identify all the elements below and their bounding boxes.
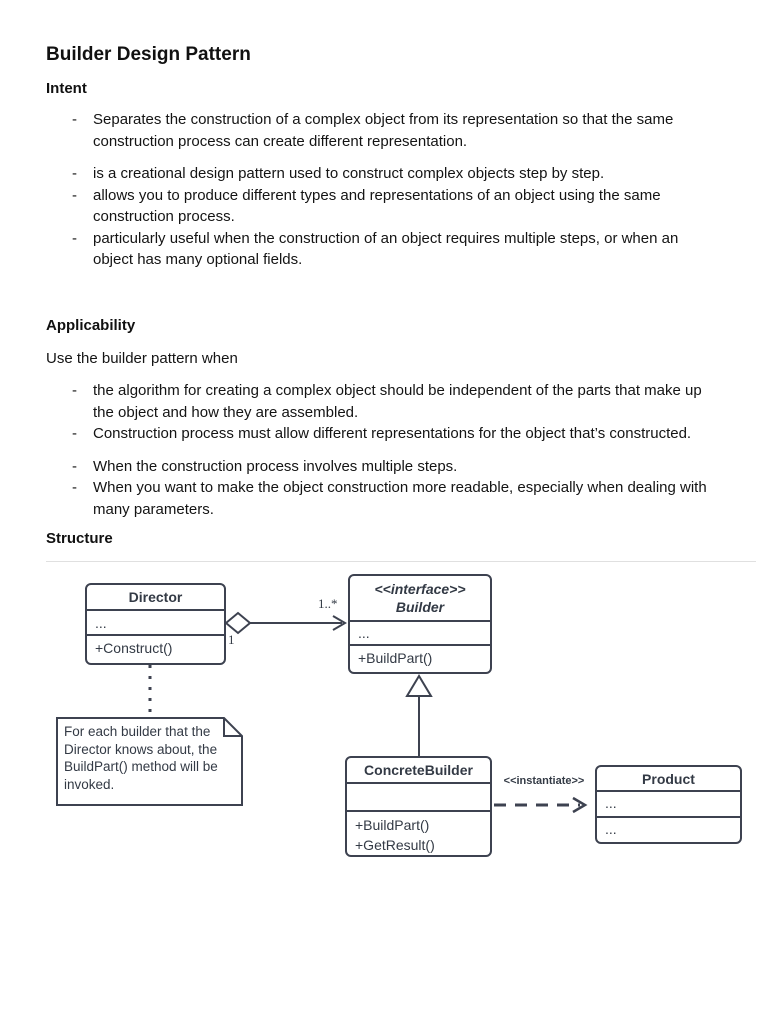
class-method: +GetResult() xyxy=(355,837,435,853)
applicability-bullet-group-1: the algorithm for creating a complex obj… xyxy=(46,380,712,445)
uml-structure-diagram: Product --> Director ... +Construct() <<… xyxy=(0,565,768,870)
open-arrowhead-icon xyxy=(332,615,347,631)
class-box-product: Product ... ... xyxy=(595,765,742,844)
document-content: Builder Design Pattern Intent Separates … xyxy=(0,0,768,562)
structure-heading: Structure xyxy=(46,530,113,547)
aggregation-diamond-icon xyxy=(224,611,252,635)
class-name: ConcreteBuilder xyxy=(364,762,473,778)
intent-heading: Intent xyxy=(46,80,87,97)
class-method: +BuildPart() xyxy=(355,817,430,833)
multiplicity-label-one: 1 xyxy=(228,632,235,647)
class-name: Builder xyxy=(395,599,445,615)
class-attributes: ... xyxy=(87,609,224,634)
applicability-intro: Use the builder pattern when xyxy=(46,349,238,367)
bullet-item: particularly useful when the constructio… xyxy=(72,228,712,271)
class-box-concrete-builder: ConcreteBuilder +BuildPart() +GetResult(… xyxy=(345,756,492,857)
class-name: Director xyxy=(128,589,183,605)
bullet-item: Construction process must allow differen… xyxy=(72,423,712,445)
class-row: ... xyxy=(597,790,740,816)
generalization-triangle-icon xyxy=(405,674,433,697)
class-method: +Construct() xyxy=(87,634,224,663)
class-header: <<interface>> Builder xyxy=(350,576,490,620)
section-divider xyxy=(46,561,756,562)
applicability-heading: Applicability xyxy=(46,316,136,334)
class-box-builder: <<interface>> Builder ... +BuildPart() xyxy=(348,574,492,674)
bullet-item: Separates the construction of a complex … xyxy=(72,109,712,152)
class-box-director: Director ... +Construct() xyxy=(85,583,226,665)
multiplicity-label-many: 1..* xyxy=(318,596,338,611)
instantiate-label: <<instantiate>> xyxy=(503,775,585,787)
class-methods: +BuildPart() +GetResult() xyxy=(347,810,490,855)
class-name: Product xyxy=(642,770,695,787)
note-fold-icon xyxy=(223,718,242,737)
intent-bullet-group-2: is a creational design pattern used to c… xyxy=(46,163,712,271)
note-shape-icon xyxy=(56,717,243,806)
note-text: For each builder that the Director knows… xyxy=(64,724,218,792)
bullet-item: When the construction process involves m… xyxy=(72,456,712,478)
diagram-connectors: Product --> xyxy=(56,611,588,814)
bullet-item: the algorithm for creating a complex obj… xyxy=(72,380,712,423)
bullet-item: When you want to make the object constru… xyxy=(72,477,712,520)
intent-bullet-group-1: Separates the construction of a complex … xyxy=(46,109,712,152)
applicability-bullet-group-2: When the construction process involves m… xyxy=(46,456,712,521)
class-stereotype: <<interface>> xyxy=(374,581,466,597)
bullet-item: allows you to produce different types an… xyxy=(72,185,712,228)
class-row: ... xyxy=(597,816,740,842)
page-title: Builder Design Pattern xyxy=(46,44,251,65)
class-method: +BuildPart() xyxy=(350,644,490,672)
bullet-item: is a creational design pattern used to c… xyxy=(72,163,712,185)
open-arrowhead-icon xyxy=(572,796,588,814)
class-attributes-empty xyxy=(347,782,490,810)
class-attributes: ... xyxy=(350,620,490,644)
